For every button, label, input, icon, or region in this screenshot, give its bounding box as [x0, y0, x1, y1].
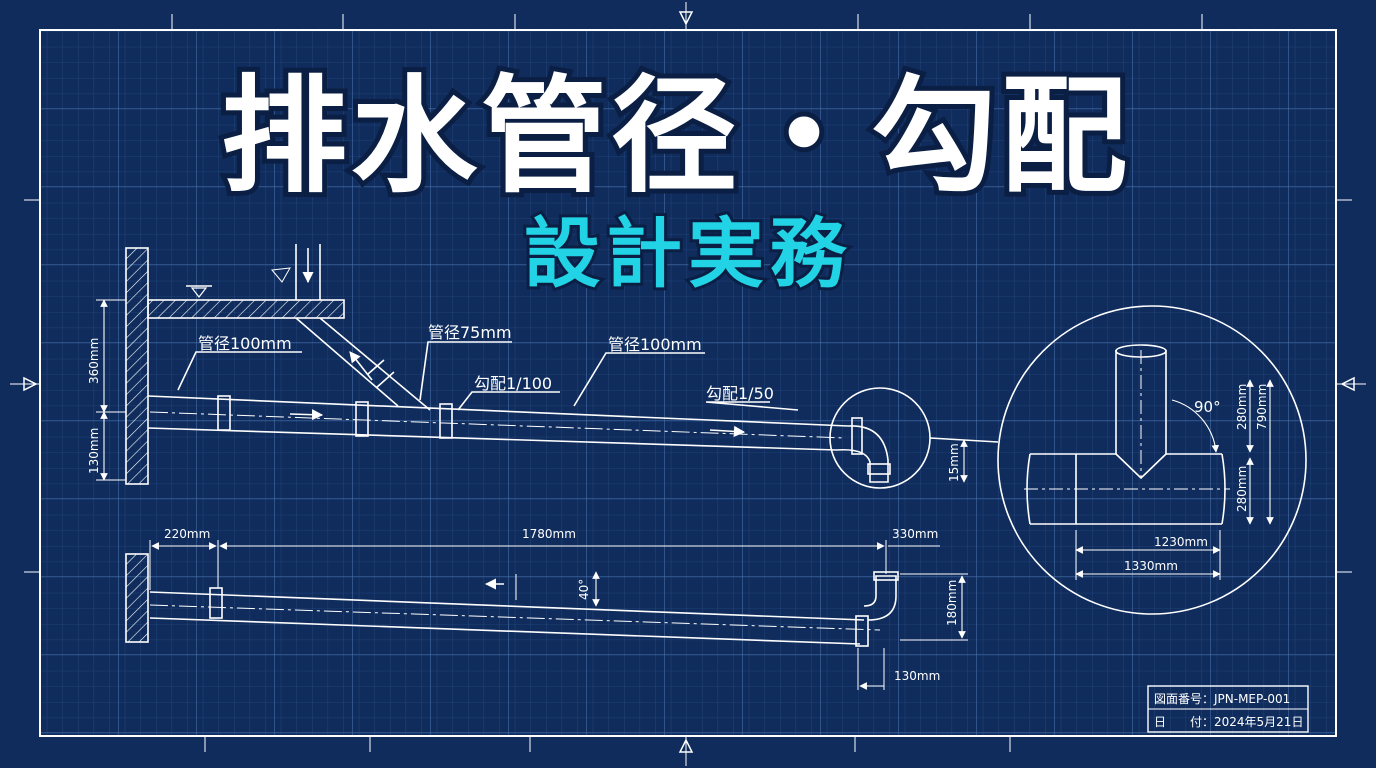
label-pipe-branch: 管径75mm [428, 323, 512, 342]
dim-height-upper: 360mm [87, 338, 101, 384]
main-title: 排水管径・勾配 [221, 63, 1131, 210]
dim-center: 1780mm [522, 527, 576, 541]
sub-title: 設計実務 [524, 209, 852, 298]
label-pipe-right: 管径100mm [608, 335, 702, 354]
upper-view-labels: 管径100mm 管径75mm 管径100mm 勾配1/100 勾配1/50 36… [87, 323, 961, 482]
upper-view [96, 244, 999, 489]
label-slope-a: 勾配1/100 [474, 374, 552, 393]
wall-lower [125, 553, 149, 643]
drawing-number: 図面番号：JPN-MEP-001 [1154, 692, 1290, 706]
label-slope-b: 勾配1/50 [706, 384, 774, 403]
label-pipe-main: 管径100mm [198, 334, 292, 353]
detail-dim-h2: 1330mm [1124, 559, 1178, 573]
detail-dim-v1: 280mm [1235, 384, 1249, 430]
detail-dim-v3: 280mm [1235, 466, 1249, 512]
floor-slab [147, 299, 345, 319]
wall-upper [125, 247, 149, 485]
dim-left: 220mm [164, 527, 210, 541]
detail-dim-h1: 1230mm [1154, 535, 1208, 549]
detail-view [997, 305, 1307, 615]
drawing-date: 日 付：2024年5月21日 [1154, 715, 1303, 729]
drawing-frame [10, 2, 1366, 766]
dim-right: 330mm [892, 527, 938, 541]
detail-circle [997, 305, 1307, 615]
detail-angle: 90° [1194, 398, 1221, 416]
lower-view [125, 540, 968, 690]
lower-view-labels: 220mm 1780mm 330mm 40° 180mm 130mm [164, 527, 959, 683]
dim-drop: 15mm [947, 443, 961, 482]
title-block: 図面番号：JPN-MEP-001 日 付：2024年5月21日 [1147, 685, 1309, 733]
dim-height: 180mm [945, 580, 959, 626]
dim-angle: 40° [577, 579, 591, 600]
dim-bottom: 130mm [894, 669, 940, 683]
detail-dim-v2: 790mm [1255, 384, 1269, 430]
dim-height-lower: 130mm [87, 428, 101, 474]
detail-view-labels: 90° 280mm 790mm 280mm 1230mm 1330mm [1124, 384, 1269, 573]
grid [40, 30, 1336, 736]
